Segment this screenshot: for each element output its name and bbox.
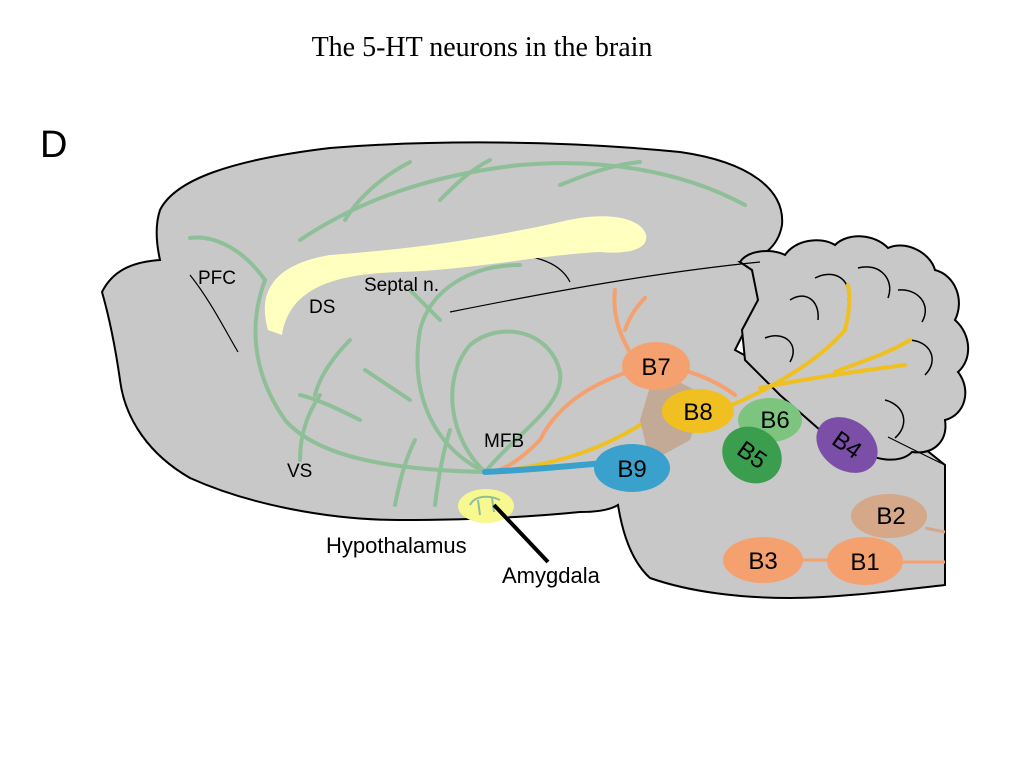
b5-nucleus [722,426,782,484]
b9-nucleus [594,444,670,492]
b8-projection [508,283,912,472]
b4-nucleus [816,417,878,473]
panel-letter: D [40,124,68,166]
hypothalamus-fibers [469,495,501,516]
b1-nucleus [827,537,903,585]
b3-label: B3 [748,548,777,575]
b6-label: B6 [760,407,789,434]
hypothalamus-label: Hypothalamus [326,533,467,558]
mfb-label: MFB [484,431,524,452]
vs-label: VS [287,461,312,482]
pfc-label: PFC [198,268,236,289]
b8-label: B8 [683,399,712,426]
septal-label: Septal n. [364,275,439,296]
ds-label: DS [309,297,335,318]
amygdala-pointer [492,503,550,564]
b7-label: B7 [641,354,670,381]
white-matter-tract [264,216,647,335]
b1-label: B1 [850,549,879,576]
hypothalamus-region [458,489,514,523]
b9-label: B9 [617,456,646,483]
serotonin-fibers [188,158,747,507]
amygdala-label: Amygdala [502,563,600,588]
b8-nucleus [662,389,734,433]
b2-label: B2 [876,503,905,530]
b2-nucleus [851,494,927,538]
brain-silhouette [100,141,946,600]
b2-connector [924,526,946,534]
b3-nucleus [723,537,803,583]
slide-title: The 5-HT neurons in the brain [311,32,653,63]
b7-nucleus [622,342,690,390]
